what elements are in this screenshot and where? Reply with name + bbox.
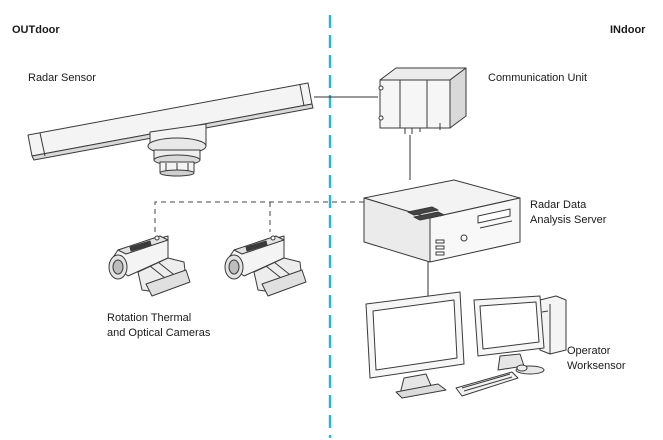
radar-sensor-icon: [27, 82, 314, 177]
workstation-icon: [365, 291, 567, 399]
link-cameras-server: [154, 201, 372, 232]
server-label-line2: Analysis Server: [530, 214, 607, 226]
communication-unit-icon: [378, 67, 467, 134]
cameras-label-line1: Rotation Thermal: [107, 312, 192, 324]
outdoor-zone-label: OUTdoor: [12, 24, 60, 36]
communication-unit-label: Communication Unit: [488, 72, 588, 84]
server-label-line1: Radar Data: [530, 199, 587, 211]
server-icon: [363, 179, 521, 263]
cameras-label-line2: and Optical Cameras: [107, 327, 211, 339]
radar-sensor-label: Radar Sensor: [28, 72, 96, 84]
operator-label-line2: Worksensor: [567, 360, 626, 372]
thermal-camera-icon-1: [108, 235, 191, 297]
indoor-zone-label: INdoor: [610, 24, 646, 36]
operator-label-line1: Operator: [567, 345, 611, 357]
optical-camera-icon-2: [224, 235, 307, 297]
